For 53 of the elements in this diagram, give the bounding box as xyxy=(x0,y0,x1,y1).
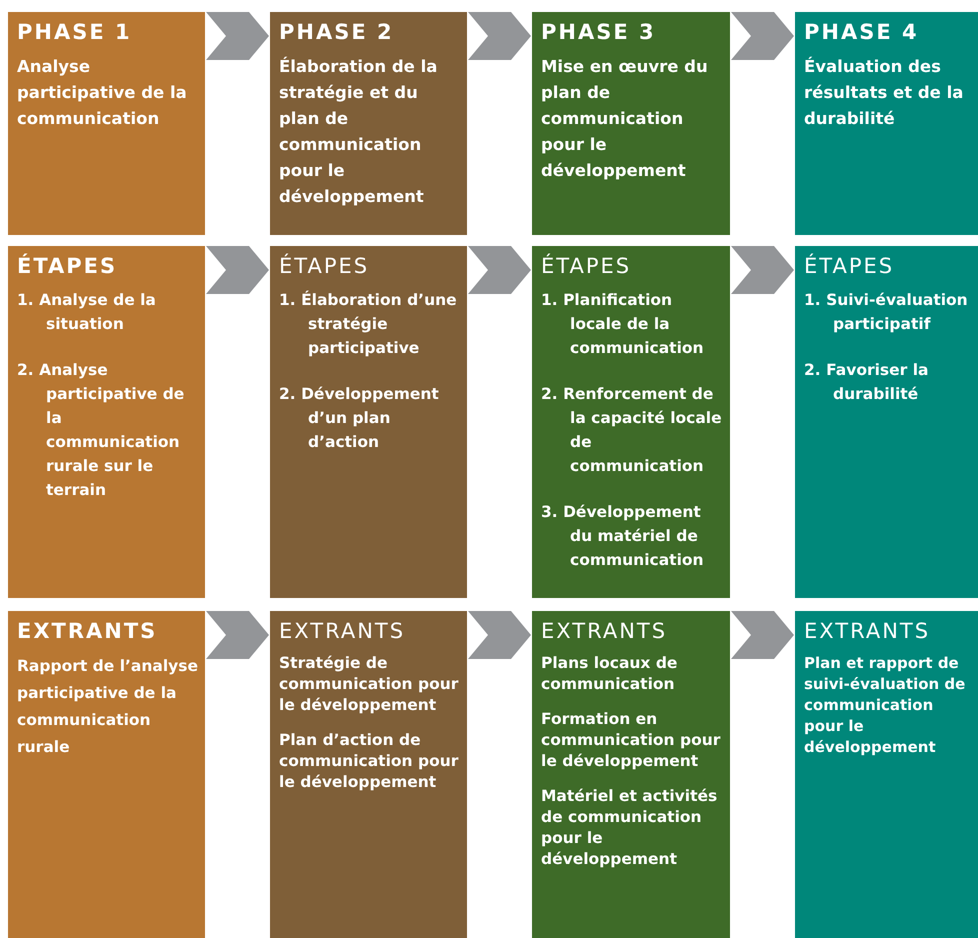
description-text: Mise en œuvre du plan de communication pour le développement xyxy=(541,56,709,182)
phase-box xyxy=(270,611,467,938)
description-text: Matériel et activités de communication pour le développement xyxy=(541,786,718,870)
phase-box xyxy=(532,12,730,235)
description-text: Évaluation des résultats et de la durabilité xyxy=(804,56,964,130)
list-item: 2. Analyse participative de la communication rurale sur le terrain xyxy=(17,360,186,502)
description-text: Élaboration de la stratégie et du plan de communication pour le développement xyxy=(279,56,438,208)
description-text: Formation en communication pour le développement xyxy=(541,709,722,772)
column-heading: PHASE 1 xyxy=(17,20,133,46)
chevron-arrow xyxy=(206,246,269,294)
chevron-arrow xyxy=(206,611,269,659)
list-item: 1. Élaboration d’une stratégie participative xyxy=(279,290,458,360)
description-text: Stratégie de communication pour le développement xyxy=(279,653,460,716)
description-text: Analyse participative de la communication xyxy=(17,56,188,130)
list-item: 2. Favoriser la durabilité xyxy=(804,360,930,406)
phase-box xyxy=(8,12,205,235)
chevron-arrow xyxy=(468,611,531,659)
chevron-arrow xyxy=(731,12,794,60)
column-heading: EXTRANTS xyxy=(279,619,406,644)
column-heading: PHASE 3 xyxy=(541,20,657,46)
phase-box xyxy=(270,12,467,235)
chevron-arrow xyxy=(206,12,269,60)
phase-box xyxy=(270,246,467,598)
description-text: Rapport de l’analyse participative de la communication rurale xyxy=(17,656,199,758)
phase-box xyxy=(795,611,978,938)
phase-box xyxy=(8,611,205,938)
phase-box xyxy=(532,246,730,598)
description-text: Plans locaux de communication xyxy=(541,653,678,696)
description-text: Plan d’action de communication pour le développement xyxy=(279,730,460,794)
list-item: 2. Développement d’un plan d’action xyxy=(279,384,440,454)
column-heading: ÉTAPES xyxy=(17,254,118,280)
phase-box xyxy=(795,12,978,235)
chevron-arrow xyxy=(468,12,531,60)
column-heading: EXTRANTS xyxy=(541,619,668,644)
column-heading: ÉTAPES xyxy=(279,254,370,280)
list-item: 1. Planification locale de la communication xyxy=(541,290,705,360)
chevron-arrow xyxy=(468,246,531,294)
chevron-arrow xyxy=(731,246,794,294)
column-heading: PHASE 2 xyxy=(279,20,395,46)
column-heading: ÉTAPES xyxy=(541,254,632,280)
chevron-arrow xyxy=(731,611,794,659)
list-item: 1. Suivi-évaluation participatif xyxy=(804,290,969,336)
column-heading: EXTRANTS xyxy=(17,619,158,644)
column-heading: ÉTAPES xyxy=(804,254,896,280)
column-heading: EXTRANTS xyxy=(804,619,932,644)
column-heading: PHASE 4 xyxy=(804,20,920,46)
description-text: Plan et rapport de suivi-évaluation de communication pour le développement xyxy=(804,653,966,758)
phase-box xyxy=(532,611,730,938)
list-item: 3. Développement du matériel de communication xyxy=(541,502,705,572)
list-item: 2. Renforcement de la capacité locale de communication xyxy=(541,384,723,478)
phase-box xyxy=(795,246,978,598)
phase-box xyxy=(8,246,205,598)
list-item: 1. Analyse de la situation xyxy=(17,290,157,336)
